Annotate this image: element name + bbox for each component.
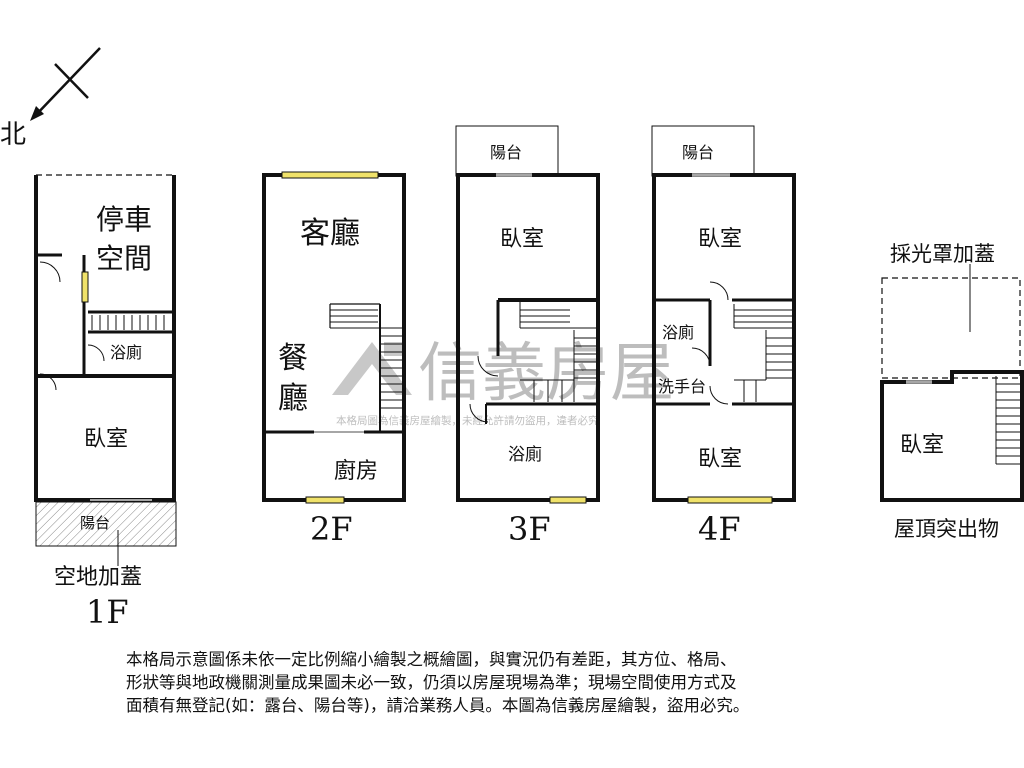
compass-north-arrow-icon: [30, 47, 101, 121]
room-1f-balcony: 陽台: [80, 514, 110, 532]
floor-3f-label: 3F: [508, 510, 551, 548]
floor-roof-label: 屋頂突出物: [894, 517, 999, 541]
floor-1f-plan: [34, 174, 177, 566]
compass-north-label: 北: [0, 120, 26, 150]
disclaimer-line-2: 形狀等與地政機關測量成果圖未必一致，仍須以房屋現場為準；現場空間使用方式及: [126, 673, 737, 692]
room-3f-bedroom: 臥室: [500, 227, 544, 252]
room-4f-bath: 浴廁: [662, 323, 694, 342]
room-1f-bath: 浴廁: [110, 343, 142, 362]
floor-roof-plan: [880, 264, 1024, 502]
room-4f-washbasin: 洗手台: [658, 377, 706, 396]
room-2f-living: 客廳: [300, 216, 360, 251]
room-4f-bedroom-top: 臥室: [698, 227, 742, 252]
floor-1f-note: 空地加蓋: [54, 565, 142, 590]
room-1f-parking-line1: 停車: [96, 203, 152, 236]
floor-4f-plan: [651, 125, 796, 504]
room-4f-balcony: 陽台: [682, 143, 714, 162]
floor-1f-label: 1F: [86, 593, 129, 631]
disclaimer-line-1: 本格局示意圖係未依一定比例縮小繪製之概繪圖，與實況仍有差距，其方位、格局、: [126, 650, 737, 669]
room-roof-bedroom: 臥室: [900, 433, 944, 458]
room-roof-skylight: 採光罩加蓋: [890, 242, 995, 266]
floor-3f-plan: [455, 125, 600, 504]
watermark-brand: 信義房屋: [418, 337, 674, 411]
room-2f-dining-line2: 廳: [278, 381, 308, 416]
floor-2f-plan: [262, 171, 406, 504]
room-2f-dining-line1: 餐: [278, 341, 308, 376]
room-3f-bath: 浴廁: [508, 444, 542, 465]
room-1f-bedroom: 臥室: [84, 427, 128, 452]
floor-2f-label: 2F: [310, 510, 353, 548]
floor-4f-label: 4F: [698, 510, 741, 548]
disclaimer-line-3: 面積有無登記(如：露台、陽台等)，請洽業務人員。本圖為信義房屋繪製，盜用必究。: [126, 696, 750, 715]
room-2f-kitchen: 廚房: [334, 459, 378, 484]
room-3f-balcony: 陽台: [490, 143, 522, 162]
room-1f-parking-line2: 空間: [96, 242, 152, 275]
watermark-notice: 本格局圖為信義房屋繪製，未經允許請勿盜用，違者必究: [336, 414, 599, 427]
room-4f-bedroom-bottom: 臥室: [698, 447, 742, 472]
disclaimer-notes: 本格局示意圖係未依一定比例縮小繪製之概繪圖，與實況仍有差距，其方位、格局、 形狀…: [126, 648, 926, 717]
